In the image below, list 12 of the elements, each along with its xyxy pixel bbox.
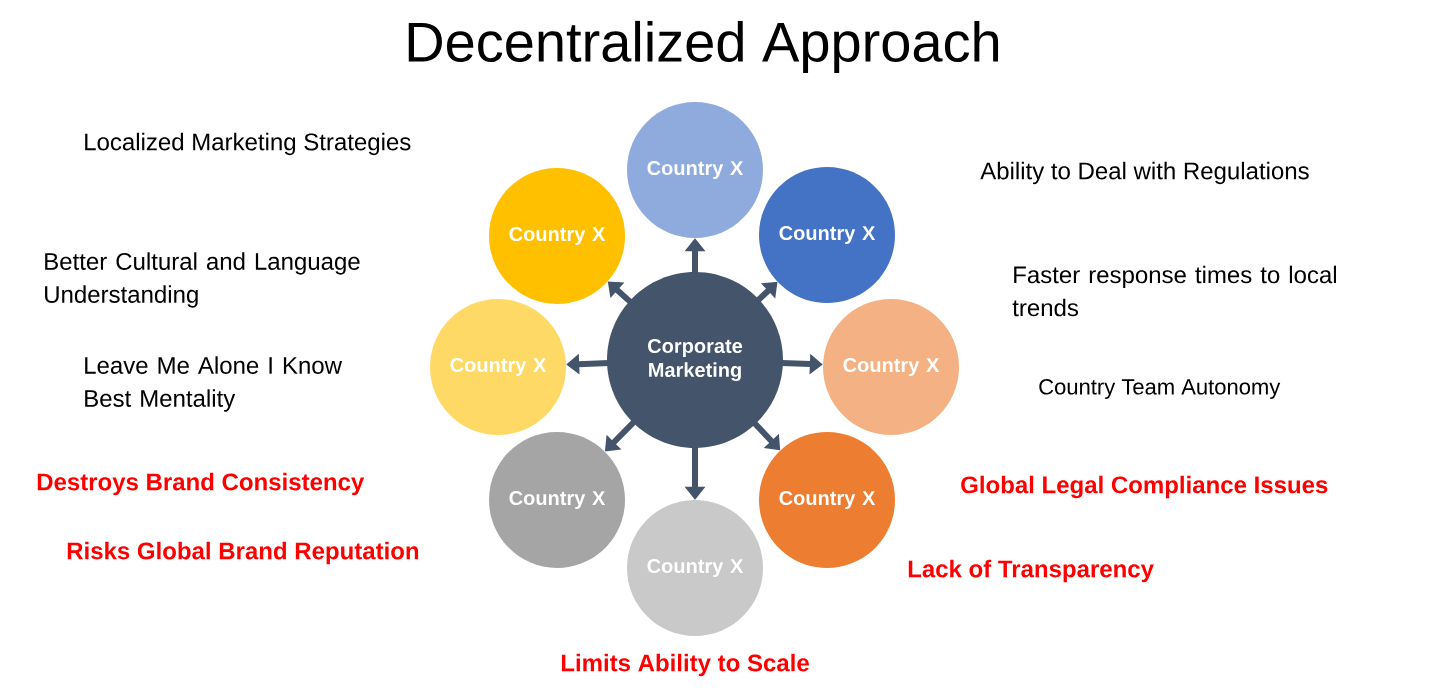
note-text: Destroys Brand Consistency xyxy=(37,472,365,496)
note-text: Faster response times to local trends xyxy=(1012,265,1336,317)
title: Decentralized Approach xyxy=(408,20,999,74)
note-text: Better Cultural and Language Understanding xyxy=(45,252,360,308)
arrow xyxy=(751,420,781,451)
note-text: Localized Marketing Strategies xyxy=(85,132,411,156)
note-text: Global Legal Compliance Issues xyxy=(961,475,1328,499)
note-text: Country Team Autonomy xyxy=(1039,379,1281,399)
note-text: Lack of Transparency xyxy=(908,559,1154,583)
note-text: Risks Global Brand Reputation xyxy=(67,541,419,565)
note-text: Leave Me Alone I Know Best Mentality xyxy=(85,356,343,412)
note-text: Ability to Deal with Regulations xyxy=(980,161,1309,185)
